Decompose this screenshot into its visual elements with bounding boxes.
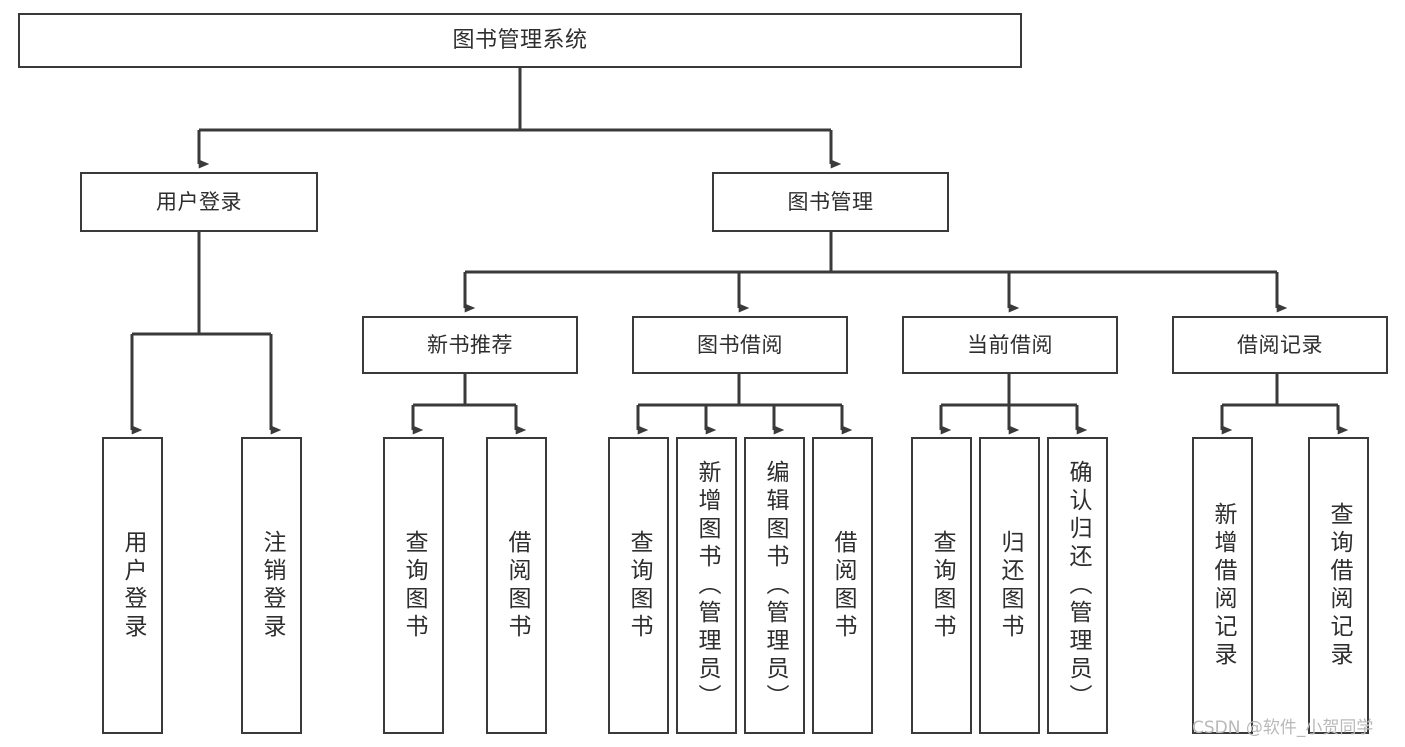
node-current-borrow-label: 当前借阅 <box>967 332 1053 357</box>
node-leaf-borrow-book-2-label: 借阅图书 <box>830 529 856 642</box>
node-leaf-query-book-3[interactable]: 查询图书 <box>911 437 972 734</box>
node-user-login-label: 用户登录 <box>156 189 242 214</box>
node-leaf-query-record-label: 查询借阅记录 <box>1326 501 1352 670</box>
watermark-text: CSDN @软件_小贺同学 <box>1192 718 1374 738</box>
node-leaf-logout-label: 注销登录 <box>259 529 285 642</box>
node-leaf-borrow-book-2[interactable]: 借阅图书 <box>812 437 873 734</box>
node-leaf-logout[interactable]: 注销登录 <box>241 437 302 734</box>
node-borrow-record[interactable]: 借阅记录 <box>1172 316 1388 374</box>
node-leaf-query-book-1[interactable]: 查询图书 <box>383 437 444 734</box>
node-leaf-user-login[interactable]: 用户登录 <box>102 437 163 734</box>
node-user-login[interactable]: 用户登录 <box>80 172 318 232</box>
node-leaf-user-login-label: 用户登录 <box>120 529 146 642</box>
node-leaf-add-record[interactable]: 新增借阅记录 <box>1192 437 1253 734</box>
node-leaf-edit-book-label: 编辑图书（管理员） <box>762 459 788 712</box>
node-leaf-return-book[interactable]: 归还图书 <box>979 437 1040 734</box>
node-leaf-edit-book[interactable]: 编辑图书（管理员） <box>744 437 805 734</box>
node-leaf-add-record-label: 新增借阅记录 <box>1210 501 1236 670</box>
node-current-borrow[interactable]: 当前借阅 <box>902 316 1118 374</box>
node-book-borrow[interactable]: 图书借阅 <box>632 316 848 374</box>
node-leaf-query-book-1-label: 查询图书 <box>401 529 427 642</box>
node-leaf-borrow-book-1[interactable]: 借阅图书 <box>486 437 547 734</box>
node-leaf-add-book-label: 新增图书（管理员） <box>694 459 720 712</box>
node-leaf-return-book-label: 归还图书 <box>997 529 1023 642</box>
node-book-borrow-label: 图书借阅 <box>697 332 783 357</box>
node-leaf-confirm-return[interactable]: 确认归还（管理员） <box>1047 437 1108 734</box>
node-root-label: 图书管理系统 <box>452 27 588 53</box>
node-leaf-query-book-2[interactable]: 查询图书 <box>608 437 669 734</box>
node-leaf-query-record[interactable]: 查询借阅记录 <box>1308 437 1369 734</box>
node-leaf-query-book-2-label: 查询图书 <box>626 529 652 642</box>
node-leaf-query-book-3-label: 查询图书 <box>929 529 955 642</box>
node-book-manage-label: 图书管理 <box>787 189 874 214</box>
node-root[interactable]: 图书管理系统 <box>18 13 1022 68</box>
node-leaf-borrow-book-1-label: 借阅图书 <box>504 529 530 642</box>
node-new-book-recommend[interactable]: 新书推荐 <box>362 316 578 374</box>
node-leaf-add-book[interactable]: 新增图书（管理员） <box>676 437 737 734</box>
node-borrow-record-label: 借阅记录 <box>1237 332 1323 357</box>
node-book-manage[interactable]: 图书管理 <box>712 172 949 232</box>
node-new-book-recommend-label: 新书推荐 <box>427 332 513 357</box>
node-leaf-confirm-return-label: 确认归还（管理员） <box>1065 459 1091 712</box>
